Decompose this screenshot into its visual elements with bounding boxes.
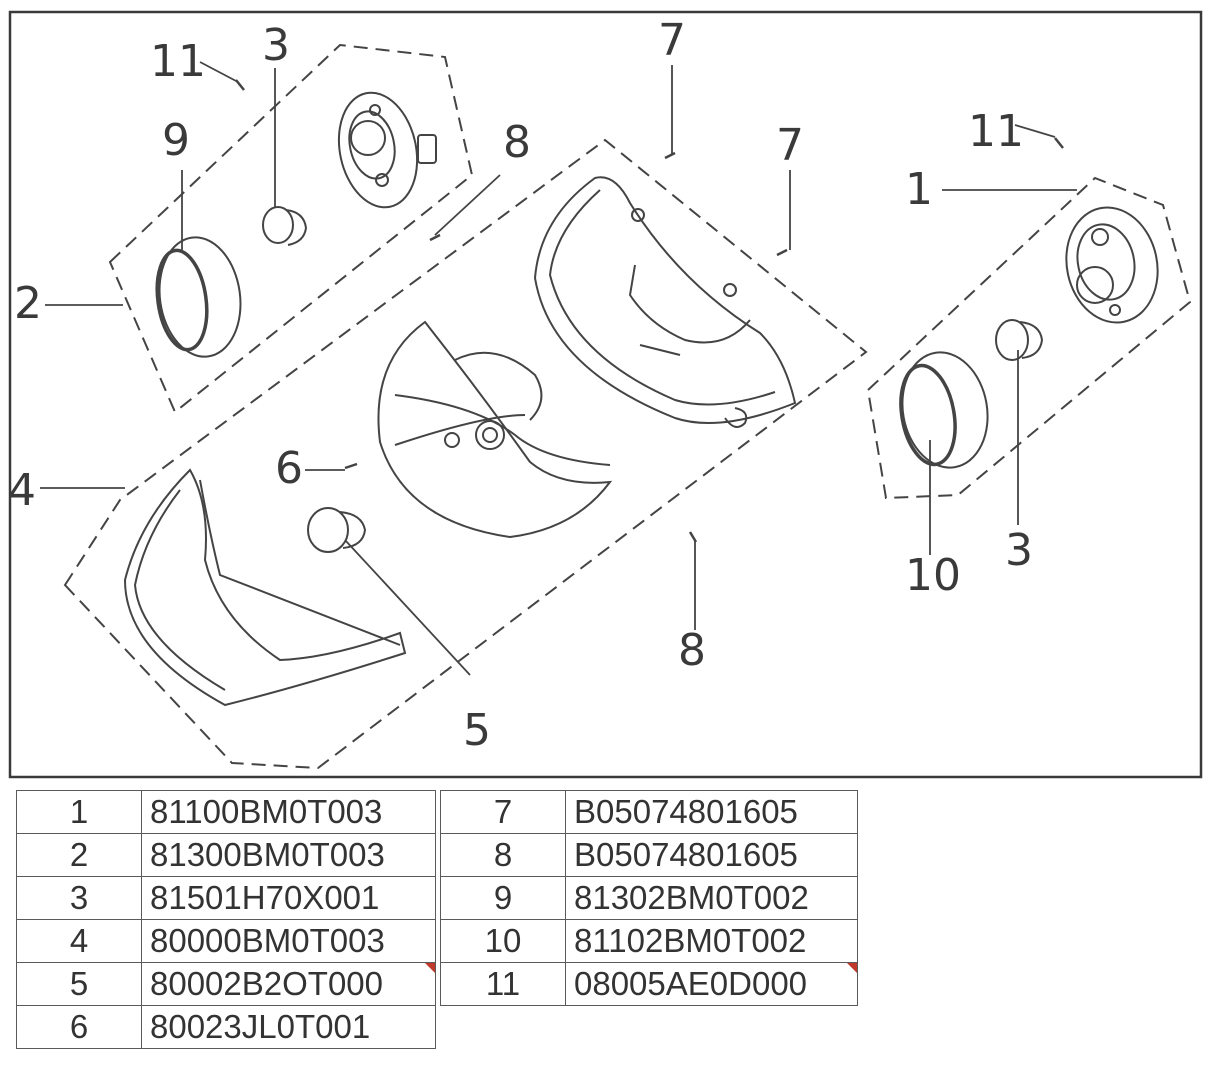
comment-flag-icon xyxy=(425,963,435,973)
table-row: 7 B05074801605 xyxy=(440,790,858,834)
screws xyxy=(235,79,1064,543)
group-outline-right-lamp xyxy=(866,176,1192,500)
parts-table-right: 7 B05074801605 8 B05074801605 9 81302BM0… xyxy=(440,790,858,1006)
part-number: 4 xyxy=(16,919,142,963)
part-code: 81501H70X001 xyxy=(141,876,436,920)
rear-lens xyxy=(123,468,407,707)
table-row: 3 81501H70X001 xyxy=(16,876,436,920)
part-number: 3 xyxy=(16,876,142,920)
part-code: B05074801605 xyxy=(565,790,858,834)
table-row: 1 81100BM0T003 xyxy=(16,790,436,834)
callout-3: 3 xyxy=(1005,525,1033,576)
center-cover xyxy=(533,176,797,428)
leader-lines xyxy=(40,61,1077,676)
table-row: 10 81102BM0T002 xyxy=(440,919,858,963)
callout-7: 7 xyxy=(658,15,686,66)
callout-5: 5 xyxy=(463,705,491,756)
right-bulb xyxy=(995,319,1044,361)
callout-11: 11 xyxy=(968,106,1024,157)
table-row: 9 81302BM0T002 xyxy=(440,876,858,920)
part-number: 2 xyxy=(16,833,142,877)
callout-8: 8 xyxy=(678,625,706,676)
part-number: 6 xyxy=(16,1005,142,1049)
group-outline-center-assembly xyxy=(63,138,868,770)
callout-1: 1 xyxy=(905,164,933,215)
table-row: 5 80002B2OT000 xyxy=(16,962,436,1006)
callout-7: 7 xyxy=(776,120,804,171)
center-reflector xyxy=(377,320,613,539)
part-code: 80023JL0T001 xyxy=(141,1005,436,1049)
callout-9: 9 xyxy=(162,115,190,166)
callout-2: 2 xyxy=(14,278,42,329)
exploded-parts-diagram: 11 3 9 8 2 7 7 11 1 4 6 5 8 10 3 xyxy=(8,10,1203,779)
comment-flag-icon xyxy=(847,963,857,973)
part-number: 5 xyxy=(16,962,142,1006)
group-outline-left-lamp xyxy=(108,43,474,414)
part-code: 80000BM0T003 xyxy=(141,919,436,963)
part-number: 9 xyxy=(440,876,566,920)
part-code: 81302BM0T002 xyxy=(565,876,858,920)
left-bulb xyxy=(262,206,308,246)
center-bulb xyxy=(307,507,367,553)
right-lamp-housing xyxy=(1065,206,1159,324)
table-row: 2 81300BM0T003 xyxy=(16,833,436,877)
part-number: 7 xyxy=(440,790,566,834)
callout-3: 3 xyxy=(262,20,290,71)
parts-table-left: 1 81100BM0T003 2 81300BM0T003 3 81501H70… xyxy=(16,790,436,1049)
callout-11: 11 xyxy=(150,36,206,87)
left-lamp-housing xyxy=(337,91,437,209)
part-number: 1 xyxy=(16,790,142,834)
table-row: 8 B05074801605 xyxy=(440,833,858,877)
part-number: 10 xyxy=(440,919,566,963)
part-code: B05074801605 xyxy=(565,833,858,877)
diagram-frame xyxy=(8,10,1203,779)
table-row: 4 80000BM0T003 xyxy=(16,919,436,963)
left-lens xyxy=(155,236,242,358)
part-code: 80002B2OT000 xyxy=(141,962,436,1006)
callout-4: 4 xyxy=(8,465,36,516)
callout-10: 10 xyxy=(905,550,961,601)
table-row: 11 08005AE0D000 xyxy=(440,962,858,1006)
table-row: 6 80023JL0T001 xyxy=(16,1005,436,1049)
callout-6: 6 xyxy=(275,443,303,494)
part-number: 11 xyxy=(440,962,566,1006)
part-code: 08005AE0D000 xyxy=(565,962,858,1006)
callout-8: 8 xyxy=(503,117,531,168)
part-code: 81300BM0T003 xyxy=(141,833,436,877)
part-number: 8 xyxy=(440,833,566,877)
part-code: 81100BM0T003 xyxy=(141,790,436,834)
part-code: 81102BM0T002 xyxy=(565,919,858,963)
right-lens xyxy=(899,351,989,469)
